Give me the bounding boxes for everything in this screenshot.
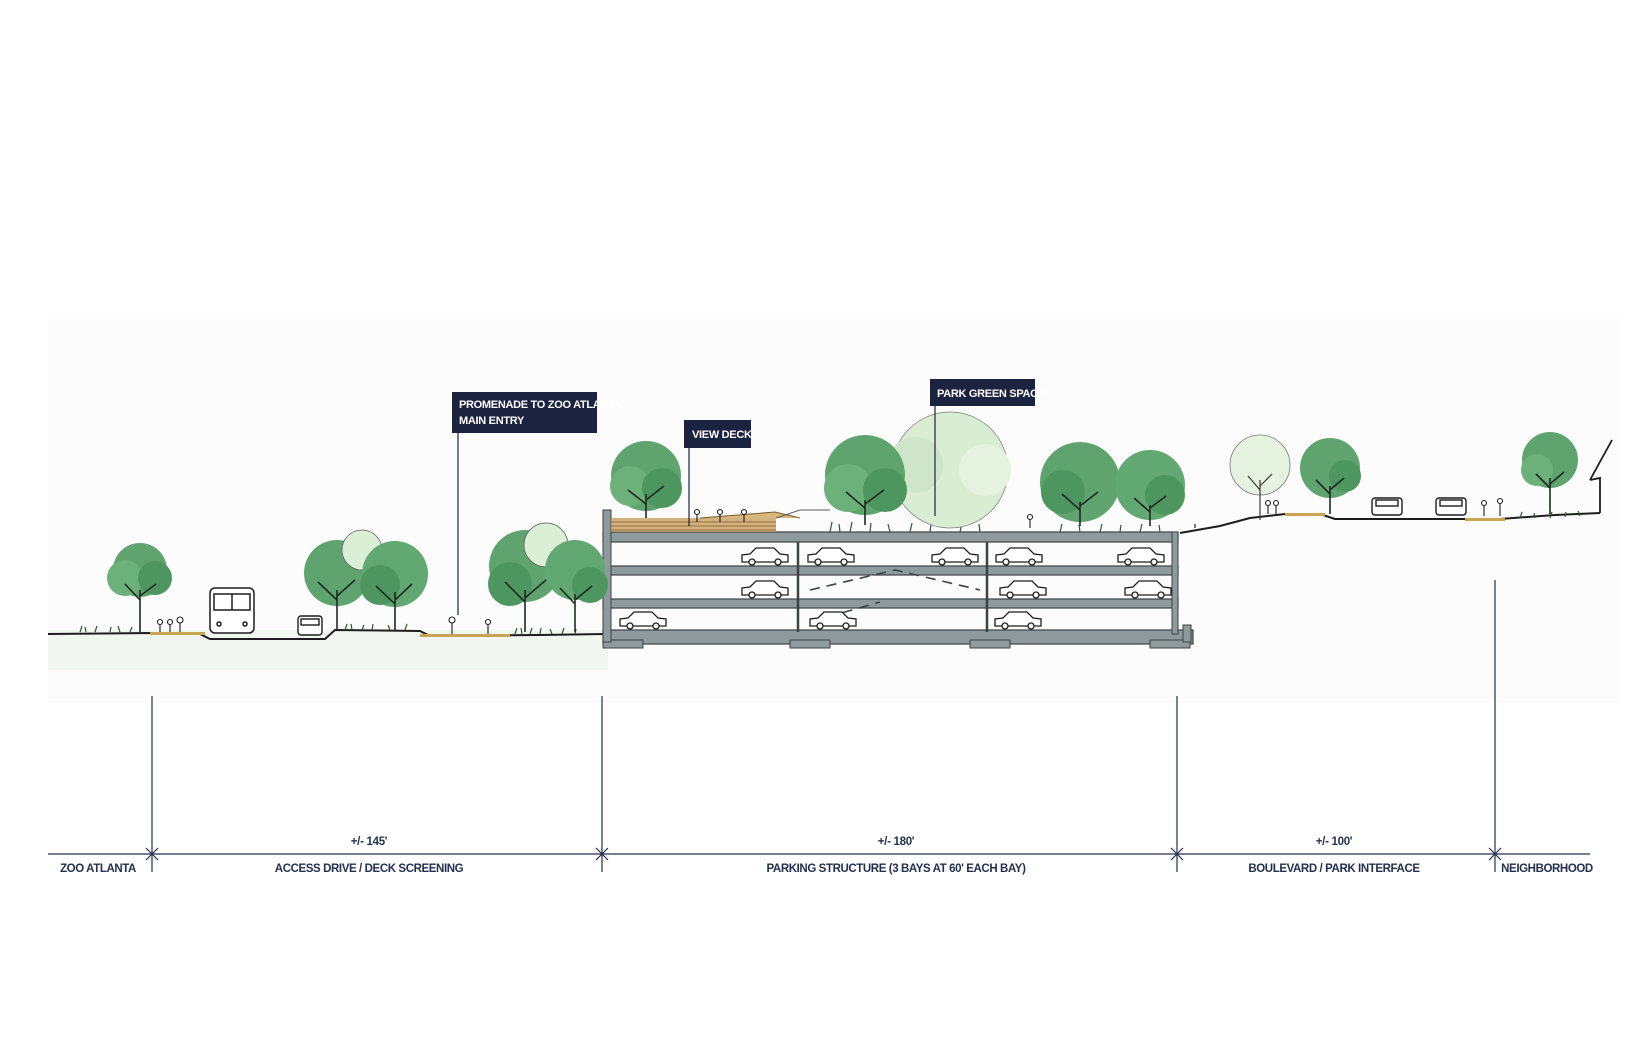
pedestrian-icon <box>693 508 701 522</box>
car-icon <box>1117 547 1165 563</box>
car-wheel-icon <box>1028 558 1036 566</box>
pedestrian-icon <box>716 508 724 522</box>
car-icon <box>995 547 1043 563</box>
car-icon <box>994 611 1042 627</box>
car-icon <box>1124 580 1172 596</box>
car-wheel-icon <box>1027 622 1035 630</box>
dimension-parking: +/- 180' <box>878 836 915 848</box>
grass-strip <box>79 510 1581 635</box>
callout-view-deck: VIEW DECK <box>684 420 752 526</box>
tree-icon <box>488 522 569 632</box>
dimension-tick-icon <box>1488 847 1502 861</box>
trees <box>107 411 1578 632</box>
dimension-access: +/- 145' <box>351 836 388 848</box>
car-icon <box>741 580 789 596</box>
zone-zoo-atlanta: ZOO ATLANTA <box>60 863 136 875</box>
bus-icon <box>209 587 255 634</box>
tree-icon <box>1300 438 1361 514</box>
parking-structure <box>602 509 1194 649</box>
pedestrian-icon <box>166 618 174 632</box>
callout-promenade: PROMENADE TO ZOO ATLANTA MAIN ENTRY <box>452 392 622 615</box>
car-wheel-icon <box>1032 591 1040 599</box>
car-wheel-icon <box>748 591 756 599</box>
neighborhood-house-edge <box>1589 439 1613 513</box>
car-wheel-icon <box>774 591 782 599</box>
zone-boulevard: BOULEVARD / PARK INTERFACE <box>1248 863 1420 875</box>
dimension-tick-icon <box>1170 847 1184 861</box>
car-wheel-icon <box>774 558 782 566</box>
dimension-lines <box>48 580 1590 872</box>
car-icon <box>807 547 855 563</box>
pedestrians <box>156 497 1504 634</box>
car-wheel-icon <box>626 622 634 630</box>
pedestrian-icon <box>448 616 456 634</box>
car-icon <box>297 615 323 636</box>
callout-park-green-space: PARK GREEN SPACE <box>930 379 1045 516</box>
dimension-tick-icon <box>145 847 159 861</box>
car-icon <box>619 611 667 627</box>
car-wheel-icon <box>1006 591 1014 599</box>
tree-icon <box>1229 434 1291 520</box>
callout-park-green-space-label: PARK GREEN SPACE <box>937 388 1045 400</box>
car-icon <box>809 611 857 627</box>
car-icon <box>741 547 789 563</box>
car-wheel-icon <box>1157 591 1165 599</box>
pedestrian-icon <box>484 618 492 634</box>
car-wheel-icon <box>840 558 848 566</box>
ground-paving <box>150 513 1505 637</box>
car-wheel-icon <box>1124 558 1132 566</box>
tree-icon <box>824 435 907 525</box>
tree-icon <box>1521 432 1578 514</box>
pedestrian-icon <box>176 616 184 632</box>
parked-cars <box>619 547 1172 630</box>
car-wheel-icon <box>938 558 946 566</box>
car-icon <box>1435 497 1467 516</box>
zone-neighborhood: NEIGHBORHOOD <box>1501 863 1593 875</box>
pedestrian-icon <box>1272 499 1280 514</box>
callout-promenade-line2: MAIN ENTRY <box>459 415 525 427</box>
dimension-boulevard: +/- 100' <box>1316 836 1353 848</box>
car-wheel-icon <box>816 622 824 630</box>
car-wheel-icon <box>1002 558 1010 566</box>
zone-access-drive: ACCESS DRIVE / DECK SCREENING <box>275 863 464 875</box>
car-wheel-icon <box>964 558 972 566</box>
car-wheel-icon <box>1131 591 1139 599</box>
callout-view-deck-label: VIEW DECK <box>692 429 752 441</box>
tree-icon <box>1115 450 1185 526</box>
car-wheel-icon <box>1001 622 1009 630</box>
car-icon <box>999 580 1047 596</box>
car-icon <box>1371 497 1403 516</box>
pedestrian-icon <box>156 618 164 632</box>
tree-icon <box>107 543 172 632</box>
tree-icon <box>1040 442 1120 526</box>
car-icon <box>931 547 979 563</box>
tree-icon <box>360 541 428 630</box>
callout-promenade-line1: PROMENADE TO ZOO ATLANTA <box>459 399 622 411</box>
pedestrian-icon <box>1480 499 1488 516</box>
dimension-tick-icon <box>595 847 609 861</box>
pedestrian-icon <box>1496 497 1504 516</box>
tree-icon <box>545 540 608 632</box>
car-wheel-icon <box>1150 558 1158 566</box>
pedestrian-icon <box>1264 499 1272 514</box>
pedestrian-icon <box>1026 513 1034 528</box>
car-wheel-icon <box>748 558 756 566</box>
zone-parking-structure: PARKING STRUCTURE (3 BAYS AT 60' EACH BA… <box>767 863 1027 875</box>
tree-icon <box>610 441 682 518</box>
car-wheel-icon <box>842 622 850 630</box>
car-wheel-icon <box>652 622 660 630</box>
car-wheel-icon <box>814 558 822 566</box>
pedestrian-icon <box>740 508 748 522</box>
